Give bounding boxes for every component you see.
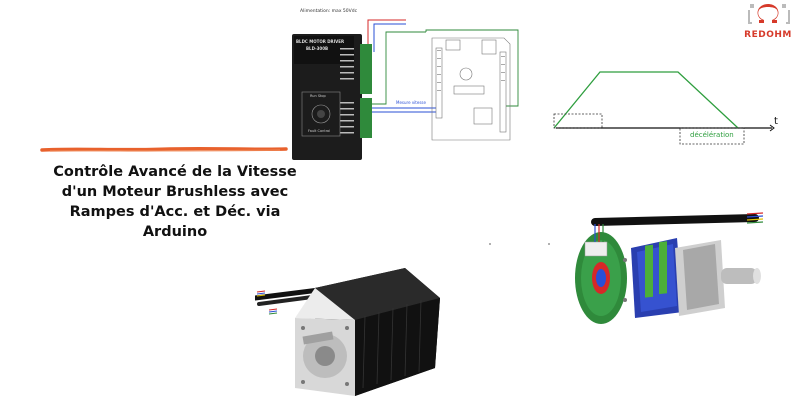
signal-label: Mesure vitesse (396, 100, 426, 105)
brushless-motor-black (255, 248, 445, 398)
time-axis-label: t (774, 116, 778, 127)
panel-label-fault: Fault Control (308, 129, 330, 133)
redohm-logo: REDOHM (742, 2, 794, 38)
arduino-board (432, 38, 510, 140)
title-line-2: d'un Moteur Brushless avec (40, 182, 310, 202)
logo-text: REDOHM (742, 30, 794, 40)
panel-label-run-stop: Run Stop (310, 94, 326, 98)
wiring-diagram: Alimentation: max 50Vdc BLDC MOTOR DRIVE… (286, 8, 526, 164)
decorative-dot (489, 243, 491, 245)
driver-name: BLDC MOTOR DRIVER (296, 39, 344, 44)
title-line-1: Contrôle Avancé de la Vitesse (40, 162, 310, 182)
orange-brush-divider (40, 145, 288, 155)
acceleration-box (554, 114, 602, 128)
decorative-dot (548, 243, 550, 245)
driver-model: BLD-300B (306, 46, 328, 51)
power-label: Alimentation: max 50Vdc (300, 9, 357, 14)
page-title: Contrôle Avancé de la Vitesse d'un Moteu… (40, 162, 310, 242)
deceleration-label: décélération (690, 131, 734, 139)
title-line-4: Arduino (40, 222, 310, 242)
brushless-motor-exploded (565, 208, 765, 338)
title-line-3: Rampes d'Acc. et Déc. via (40, 202, 310, 222)
velocity-profile-diagram: t décélération (548, 58, 788, 154)
omega-logo-icon (742, 2, 794, 26)
velocity-ramp-line (554, 72, 738, 128)
